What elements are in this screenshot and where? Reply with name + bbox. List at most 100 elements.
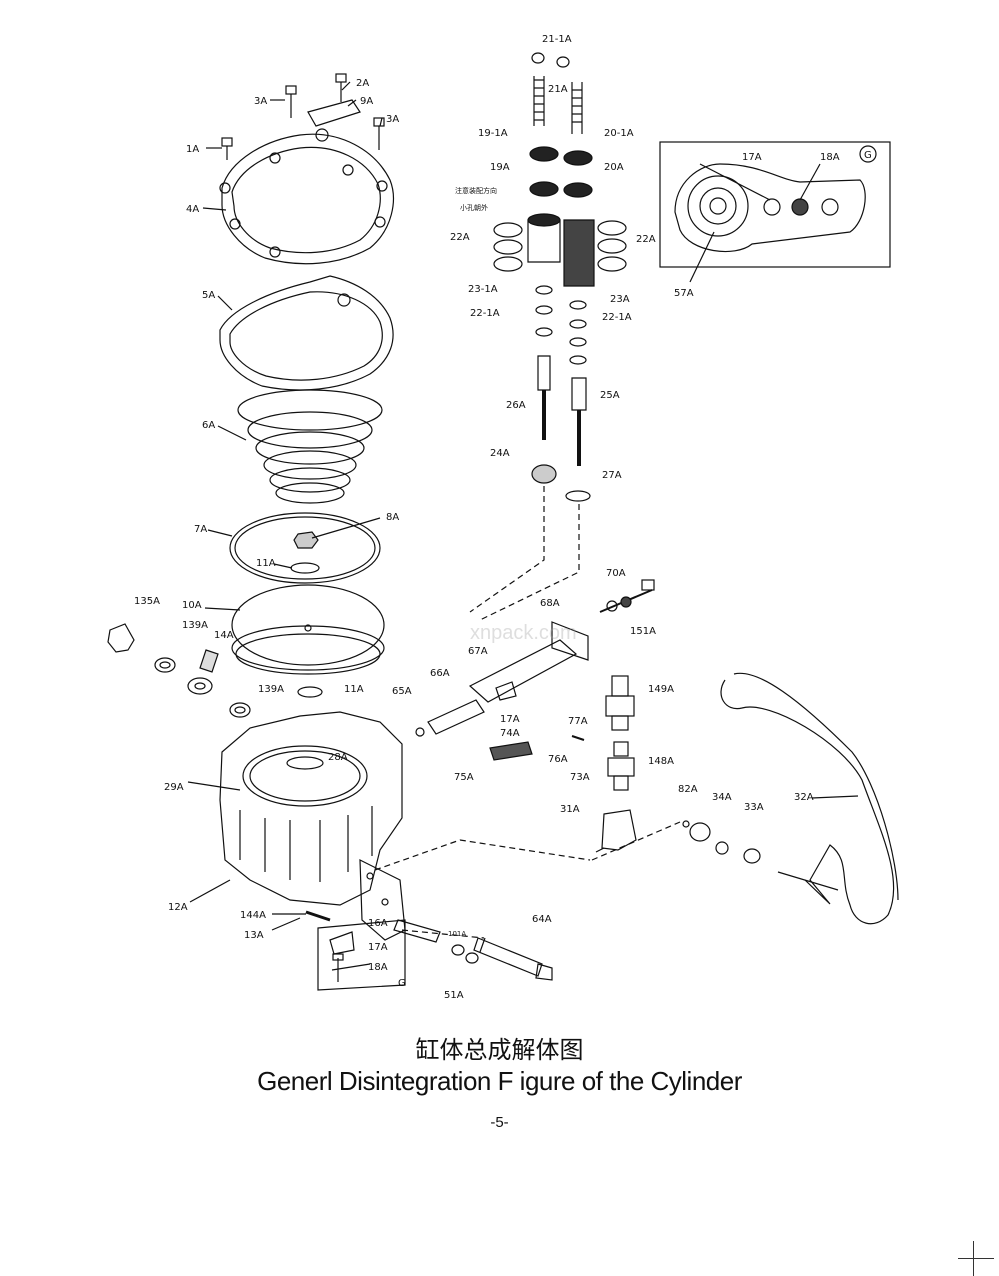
label-24a: 24A: [490, 448, 510, 459]
label-32a: 32A: [794, 792, 814, 803]
label-3a-left: 3A: [254, 96, 267, 107]
label-11a-top: 11A: [256, 558, 276, 569]
cover-4a: [219, 128, 394, 265]
label-18a-inset: 18A: [820, 152, 840, 163]
note-cn-line1: 注意装配方向: [455, 186, 497, 195]
fitting-67a: [495, 681, 517, 701]
page-number: -5-: [490, 1114, 509, 1131]
label-22-1a-right: 22-1A: [602, 312, 632, 323]
tube-32a: [720, 672, 899, 925]
pin-101a: [393, 919, 441, 943]
label-6a: 6A: [202, 420, 215, 431]
inset-g-top-frame: [659, 141, 891, 268]
label-20-1a: 20-1A: [604, 128, 634, 139]
fitting-149a: [605, 675, 635, 731]
label-19-1a: 19-1A: [478, 128, 508, 139]
label-5a: 5A: [202, 290, 215, 301]
label-75a: 75A: [454, 772, 474, 783]
diaphragm-10a: [231, 584, 385, 675]
label-76a: 76A: [548, 754, 568, 765]
label-16a: 16A: [368, 918, 388, 929]
label-17a-inset: 17A: [742, 152, 762, 163]
pin-144a: [305, 910, 331, 922]
label-22a-right: 22A: [636, 234, 656, 245]
washer-11a-top: [290, 562, 320, 574]
label-8a: 8A: [386, 512, 399, 523]
label-74a: 74A: [500, 728, 520, 739]
note-cn-line2: 小孔朝外: [460, 203, 488, 212]
label-18a-bottom: 18A: [368, 962, 388, 973]
label-66a: 66A: [430, 668, 450, 679]
bolt-1a: [221, 137, 233, 160]
label-7a: 7A: [194, 524, 207, 535]
caption-title-en: Generl Disintegration F igure of the Cyl…: [257, 1066, 742, 1096]
label-17a-bottom: 17A: [368, 942, 388, 953]
label-29a: 29A: [164, 782, 184, 793]
valve-stack-right: [556, 56, 595, 502]
label-21a: 21A: [548, 84, 568, 95]
label-17a-mid: 17A: [500, 714, 520, 725]
label-inset-g-bottom: G: [398, 978, 406, 989]
crop-mark-vertical: [973, 1241, 974, 1276]
label-13a: 13A: [244, 930, 264, 941]
fitting-135a: [107, 623, 135, 653]
valve-stack-left: [527, 52, 561, 484]
label-14a: 14A: [214, 630, 234, 641]
label-34a: 34A: [712, 792, 732, 803]
part-labels: 1A 2A 3A 3A 4A 5A 6A 7A 8A 9A 10A 11A 11…: [134, 34, 872, 1001]
label-139a-bottom: 139A: [258, 684, 284, 695]
label-21-1a: 21-1A: [542, 34, 572, 45]
bracket-76a: [489, 741, 533, 761]
label-9a: 9A: [360, 96, 373, 107]
label-2a: 2A: [356, 78, 369, 89]
label-27a: 27A: [602, 470, 622, 481]
label-26a: 26A: [506, 400, 526, 411]
label-148a: 148A: [648, 756, 674, 767]
fitting-66a: [427, 699, 485, 735]
label-10a: 10A: [182, 600, 202, 611]
fitting-151a: [606, 596, 632, 612]
pin-73a: [571, 735, 585, 741]
banjo-14a: [187, 649, 219, 695]
fitting-148a: [607, 741, 635, 791]
label-144a: 144A: [240, 910, 266, 921]
label-64a: 64A: [532, 914, 552, 925]
watermark: xnpack.com: [470, 622, 577, 644]
label-25a: 25A: [600, 390, 620, 401]
label-inset-g-top: G: [864, 150, 872, 161]
spring-6a: [237, 389, 383, 504]
label-68a: 68A: [540, 598, 560, 609]
washer-139a-bottom: [229, 702, 251, 718]
washer-11a-bottom: [297, 686, 323, 698]
label-139a-top: 139A: [182, 620, 208, 631]
label-73a: 73A: [570, 772, 590, 783]
bolt-2a: [335, 73, 347, 102]
label-101a: 101A: [448, 930, 466, 938]
dashed-leader-bottom: [374, 821, 681, 939]
label-149a: 149A: [648, 684, 674, 695]
ring-7a: [229, 512, 381, 584]
label-3a-right: 3A: [386, 114, 399, 125]
washer-33a: [715, 841, 761, 864]
label-23a: 23A: [610, 294, 630, 305]
label-11a-bottom: 11A: [344, 684, 364, 695]
caption-title-cn: 缸体总成解体图: [415, 1036, 584, 1064]
nut-8a: [293, 531, 319, 549]
label-12a: 12A: [168, 902, 188, 913]
washer-65a: [415, 727, 425, 737]
label-151a: 151A: [630, 626, 656, 637]
label-67a: 67A: [468, 646, 488, 657]
label-20a: 20A: [604, 162, 624, 173]
washer-139a-top: [154, 657, 176, 673]
crop-mark-horizontal: [958, 1258, 994, 1259]
elbow-31a: [595, 809, 637, 853]
shaft-64a: [473, 937, 553, 981]
bolt-3a-left: [285, 85, 297, 118]
inset-g-bottom-frame: [317, 919, 406, 991]
label-70a: 70A: [606, 568, 626, 579]
washer-51a: [451, 944, 479, 964]
label-77a: 77A: [568, 716, 588, 727]
label-28a: 28A: [328, 752, 348, 763]
cylinder-body-12a: [219, 711, 406, 941]
